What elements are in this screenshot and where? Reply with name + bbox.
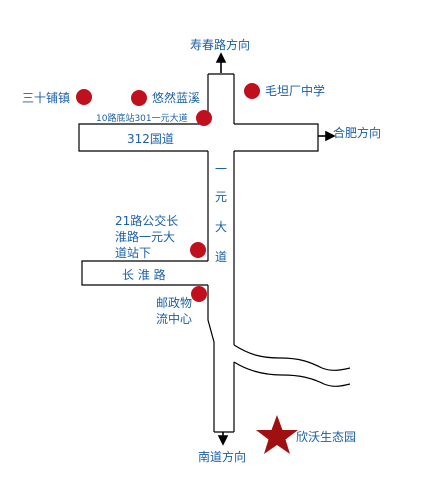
road-guodao (78, 123, 319, 152)
arrow-east-icon (318, 130, 336, 142)
landmark-maotan-label: 毛坦厂中学 (265, 84, 326, 98)
direction-east-label: 合肥方向 (333, 126, 382, 140)
direction-south-label: 南道方向 (198, 450, 247, 464)
markers (76, 83, 260, 302)
star-xinwo-icon (256, 415, 298, 454)
landmark-bus21-label: 淮路一元大 (115, 230, 176, 244)
landmark-youran-label: 悠然蓝溪 (152, 91, 201, 105)
arrow-north-icon (215, 52, 227, 73)
road-yiyuan-char: 元 (214, 190, 227, 204)
landmark-sanshi-label: 三十铺镇 (22, 91, 71, 105)
road-changhuai-label: 长 淮 路 (122, 268, 166, 282)
road-yiyuan-char: 一 (214, 162, 227, 176)
road-yiyuan-char: 道 (214, 250, 227, 264)
marker-terminal-icon (196, 110, 212, 126)
landmark-xinwo-label: 欣沃生态园 (296, 430, 357, 444)
river (233, 344, 351, 387)
marker-youran-icon (131, 90, 147, 106)
marker-maotan-icon (244, 83, 260, 99)
landmark-post-label: 邮政物 (156, 296, 193, 310)
road-yiyuan (207, 73, 235, 433)
marker-post-icon (191, 286, 207, 302)
landmark-bus21-label: 道站下 (115, 246, 152, 260)
marker-bus21-icon (190, 242, 206, 258)
direction-arrows (215, 52, 336, 446)
landmark-post-label: 流中心 (156, 312, 193, 326)
road-changhuai (81, 260, 208, 286)
landmark-bus21-label: 21路公交长 (115, 214, 179, 228)
landmark-terminal-label: 10路底站301一元大道 (96, 114, 188, 124)
arrow-south-icon (217, 432, 229, 446)
road-yiyuan-char: 大 (214, 220, 227, 234)
direction-north-label: 寿春路方向 (190, 38, 251, 52)
road-guodao-label: 312国道 (127, 132, 174, 146)
marker-sanshi-icon (76, 89, 92, 105)
